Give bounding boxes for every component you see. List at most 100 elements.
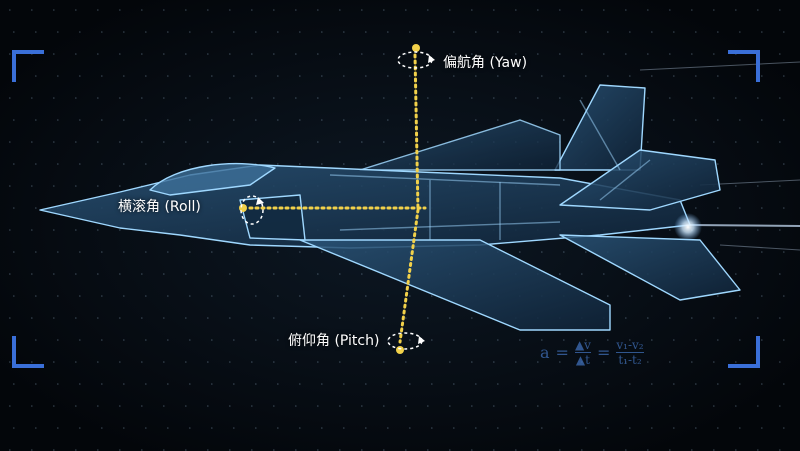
grid-dot <box>607 31 609 33</box>
grid-dot <box>673 427 675 429</box>
grid-dot <box>119 449 121 451</box>
grid-dot <box>79 251 81 253</box>
grid-dot <box>145 427 147 429</box>
grid-dot <box>97 405 99 407</box>
grid-dot <box>31 273 33 275</box>
grid-dot <box>189 295 191 297</box>
grid-dot <box>717 31 719 33</box>
grid-dot <box>163 97 165 99</box>
grid-dot <box>299 119 301 121</box>
grid-dot <box>779 141 781 143</box>
grid-dot <box>405 405 407 407</box>
grid-dot <box>361 405 363 407</box>
grid-dot <box>185 317 187 319</box>
roll-arrow-tip <box>239 204 247 212</box>
grid-dot <box>251 97 253 99</box>
grid-dot <box>141 361 143 363</box>
grid-dot <box>735 273 737 275</box>
grid-dot <box>119 185 121 187</box>
grid-dot <box>321 75 323 77</box>
grid-dot <box>9 53 11 55</box>
grid-dot <box>471 449 473 451</box>
grid-dot <box>563 31 565 33</box>
grid-dot <box>295 141 297 143</box>
grid-dot <box>277 383 279 385</box>
grid-dot <box>537 97 539 99</box>
grid-dot <box>515 9 517 11</box>
grid-dot <box>647 141 649 143</box>
grid-dot <box>255 31 257 33</box>
grid-dot <box>233 119 235 121</box>
grid-dot <box>119 53 121 55</box>
grid-dot <box>735 449 737 451</box>
grid-dot <box>691 53 693 55</box>
grid-dot <box>779 97 781 99</box>
grid-dot <box>427 141 429 143</box>
grid-dot <box>387 31 389 33</box>
grid-dot <box>761 339 763 341</box>
grid-dot <box>145 295 147 297</box>
grid-dot <box>625 9 627 11</box>
grid-dot <box>365 427 367 429</box>
grid-dot <box>497 383 499 385</box>
grid-dot <box>79 427 81 429</box>
grid-dot <box>101 251 103 253</box>
grid-dot <box>211 339 213 341</box>
grid-dot <box>717 339 719 341</box>
grid-dot <box>299 163 301 165</box>
grid-dot <box>735 185 737 187</box>
grid-dot <box>757 9 759 11</box>
grid-dot <box>189 427 191 429</box>
grid-dot <box>713 361 715 363</box>
grid-dot <box>713 141 715 143</box>
grid-dot <box>277 163 279 165</box>
grid-dot <box>57 383 59 385</box>
grid-dot <box>761 163 763 165</box>
frame-corner-bottom-left <box>12 336 44 368</box>
grid-dot <box>603 405 605 407</box>
grid-dot <box>673 75 675 77</box>
grid-dot <box>75 185 77 187</box>
grid-dot <box>119 141 121 143</box>
grid-dot <box>321 163 323 165</box>
grid-dot <box>713 9 715 11</box>
grid-dot <box>651 75 653 77</box>
grid-dot <box>717 383 719 385</box>
grid-dot <box>625 449 627 451</box>
grid-dot <box>647 53 649 55</box>
jet-silhouette <box>39 84 741 331</box>
grid-dot <box>405 361 407 363</box>
grid-dot <box>101 75 103 77</box>
grid-dot <box>537 9 539 11</box>
grid-dot <box>387 75 389 77</box>
grid-dot <box>339 361 341 363</box>
grid-dot <box>141 9 143 11</box>
grid-dot <box>189 251 191 253</box>
grid-dot <box>53 141 55 143</box>
grid-dot <box>409 427 411 429</box>
formula-equals-2: = <box>596 343 611 362</box>
grid-dot <box>9 273 11 275</box>
grid-dot <box>757 141 759 143</box>
grid-dot <box>515 449 517 451</box>
grid-dot <box>717 75 719 77</box>
grid-dot <box>255 75 257 77</box>
grid-dot <box>691 97 693 99</box>
grid-dot <box>581 97 583 99</box>
grid-dot <box>229 97 231 99</box>
grid-dot <box>519 339 521 341</box>
grid-dot <box>471 361 473 363</box>
grid-dot <box>123 31 125 33</box>
grid-dot <box>97 273 99 275</box>
grid-dot <box>669 9 671 11</box>
grid-dot <box>317 273 319 275</box>
vertical-tail-near <box>559 149 721 211</box>
grid-dot <box>273 449 275 451</box>
grid-dot <box>141 405 143 407</box>
grid-dot <box>53 317 55 319</box>
grid-dot <box>739 383 741 385</box>
grid-dot <box>453 75 455 77</box>
grid-dot <box>321 251 323 253</box>
grid-dot <box>761 119 763 121</box>
grid-dot <box>581 361 583 363</box>
